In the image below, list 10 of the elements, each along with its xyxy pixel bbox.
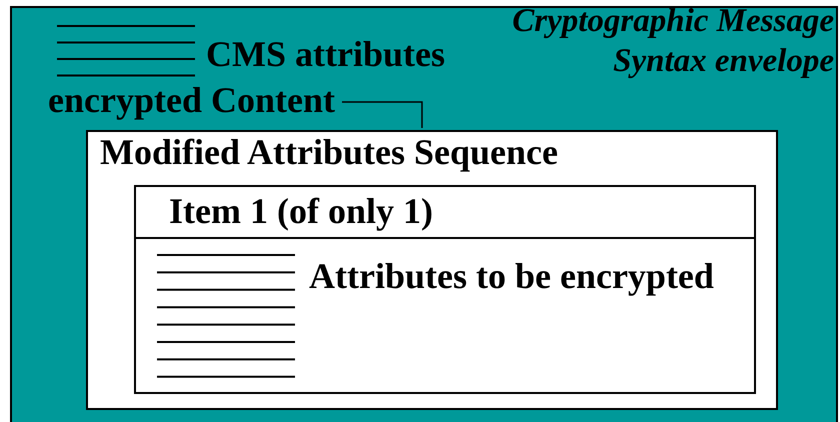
attributes-label: CMS attributes xyxy=(206,34,445,74)
envelope-title: Cryptographic Message Syntax envelope xyxy=(511,2,834,81)
content-label: encrypted Content xyxy=(48,80,344,120)
leader-line xyxy=(342,101,423,128)
sequence-box xyxy=(86,130,778,410)
item-title: Item 1 (of only 1) xyxy=(169,191,433,231)
item-box xyxy=(134,185,756,394)
item-body-text: Attributes to be encrypted xyxy=(309,256,714,296)
sequence-title: Modified Attributes Sequence xyxy=(100,132,558,172)
envelope-box xyxy=(10,6,838,422)
